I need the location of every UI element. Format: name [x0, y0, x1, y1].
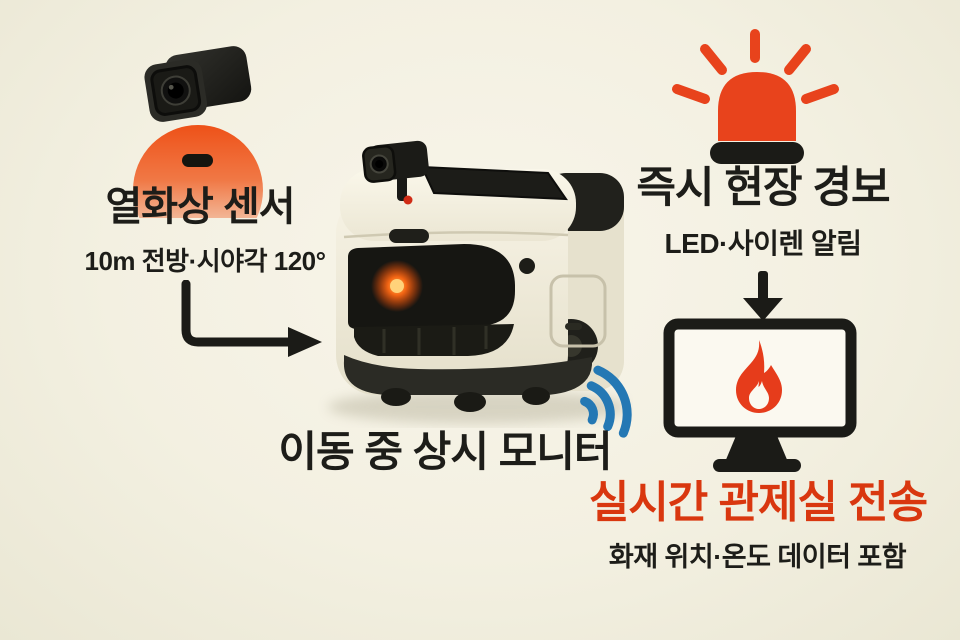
- robot-foot: [454, 392, 486, 412]
- heat-glow-icon: [133, 125, 263, 218]
- robot-camera-icon: [362, 140, 429, 183]
- patrol-robot-illustration: [328, 140, 628, 424]
- robot-caption: 이동 중 상시 모니터: [278, 428, 612, 475]
- robot-front-slot: [389, 229, 429, 243]
- robot-top-screen: [420, 165, 568, 201]
- sensor-slot-icon: [182, 154, 213, 167]
- onsite-alert-title: 즉시 현장 경보: [636, 164, 890, 212]
- monitor-flame-icon: [663, 318, 857, 472]
- robot-status-led: [403, 195, 413, 205]
- thermal-sensor-title: 열화상 센서: [105, 185, 295, 229]
- onsite-alert-subtitle: LED·사이렌 알림: [664, 228, 862, 259]
- elbow-arrow: [181, 280, 322, 357]
- control-room-subtitle: 화재 위치·온도 데이터 포함: [608, 542, 907, 572]
- robot-louver: [354, 324, 514, 356]
- thermal-sensor-subtitle: 10m 전방·시야각 120°: [84, 246, 326, 276]
- robot-side-panel: [549, 274, 607, 348]
- robot-bumper: [343, 355, 592, 395]
- wifi-waves-icon: [580, 365, 632, 438]
- control-room-title: 실시간 관제실 전송: [588, 478, 928, 527]
- robot-side-hole: [519, 258, 535, 274]
- box-camera-icon: [144, 46, 252, 122]
- flame-icon: [736, 340, 782, 413]
- robot-foot: [381, 388, 411, 406]
- down-arrow: [743, 271, 783, 321]
- robot-foot: [522, 387, 550, 405]
- robot-camera-stalk: [397, 175, 407, 201]
- robot-seam-line: [343, 231, 569, 239]
- siren-icon: [672, 29, 839, 164]
- robot-side-panel-slot: [565, 323, 582, 330]
